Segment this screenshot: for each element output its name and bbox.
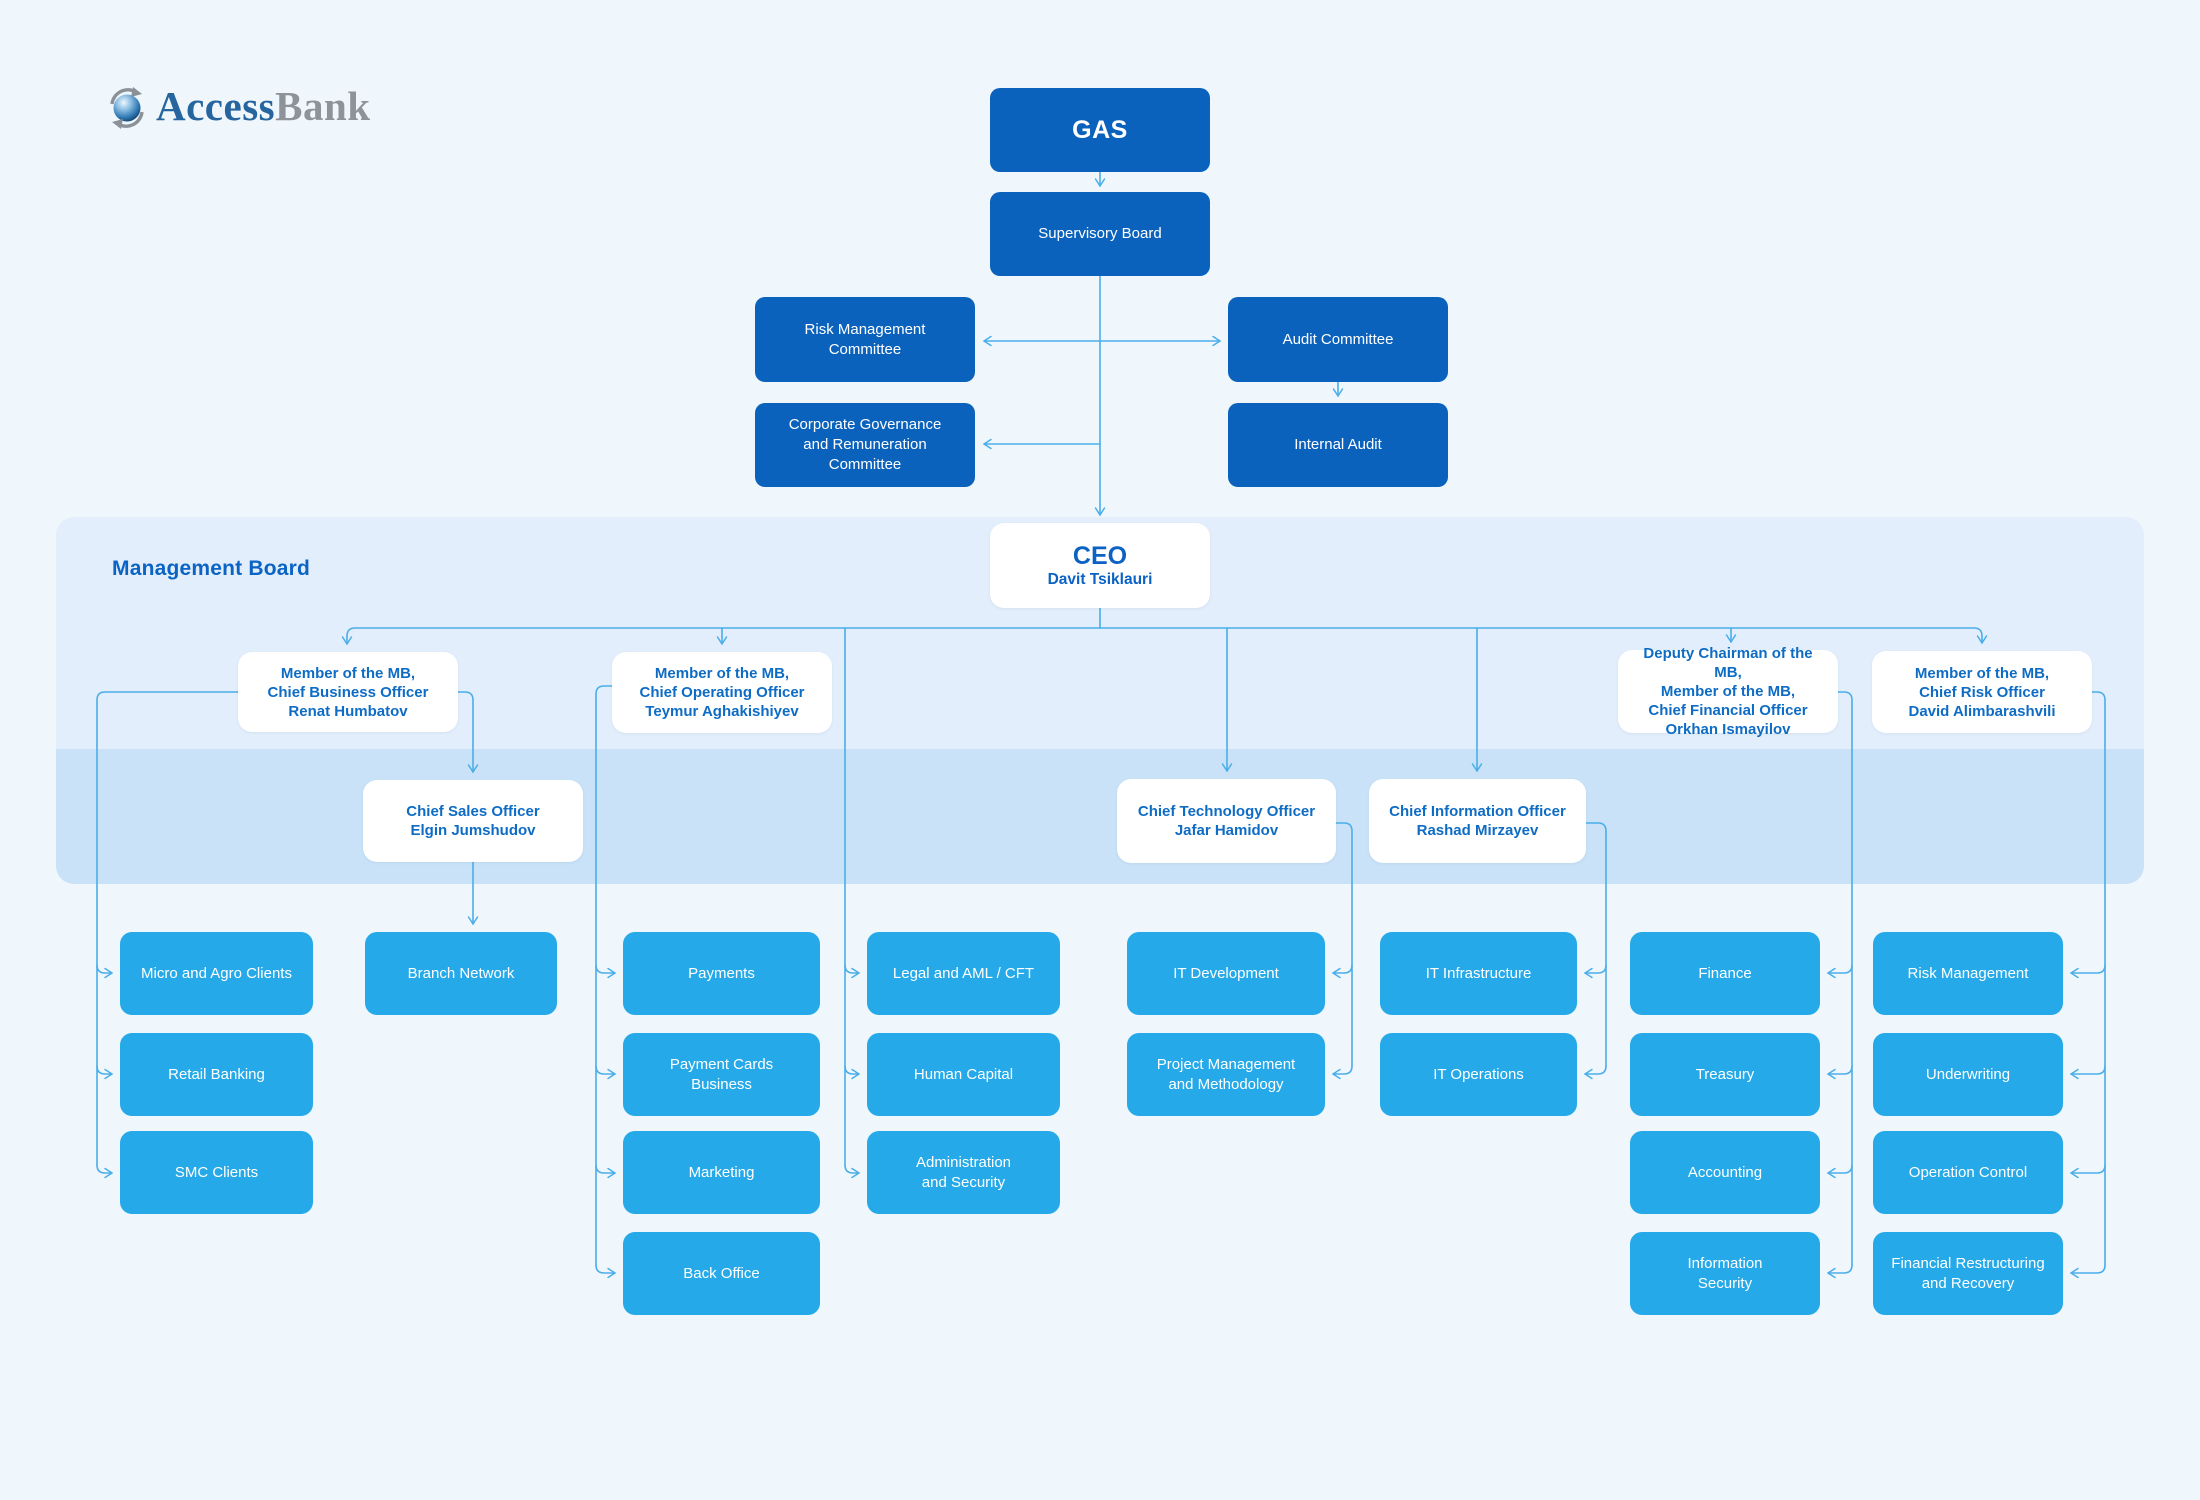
- logo-wordmark: AccessBank: [156, 82, 371, 130]
- dept-legal-and-aml-cft: Legal and AML / CFT: [867, 932, 1060, 1015]
- dept-information-security: Information Security: [1630, 1232, 1820, 1315]
- risk-management-committee-box: Risk Management Committee: [755, 297, 975, 382]
- dept-operation-control: Operation Control: [1873, 1131, 2063, 1214]
- ceo-title: CEO: [1072, 541, 1128, 570]
- dept-retail-banking: Retail Banking: [120, 1033, 313, 1116]
- dept-micro-and-agro-clients: Micro and Agro Clients: [120, 932, 313, 1015]
- internal-audit-box: Internal Audit: [1228, 403, 1448, 487]
- member-cto-jafar-hamidov: Chief Technology Officer Jafar Hamidov: [1117, 779, 1336, 863]
- dept-treasury: Treasury: [1630, 1033, 1820, 1116]
- dept-underwriting: Underwriting: [1873, 1033, 2063, 1116]
- ceo-box: CEO Davit Tsiklauri: [990, 523, 1210, 608]
- ceo-name: Davit Tsiklauri: [1047, 570, 1153, 588]
- corporate-governance-committee-box: Corporate Governance and Remuneration Co…: [755, 403, 975, 487]
- dept-it-operations: IT Operations: [1380, 1033, 1577, 1116]
- logo-word-bank: Bank: [275, 83, 371, 129]
- dept-branch-network: Branch Network: [365, 932, 557, 1015]
- dept-project-management-and-methodology: Project Management and Methodology: [1127, 1033, 1325, 1116]
- member-coo-teymur-aghakishiyev: Member of the MB, Chief Operating Office…: [612, 652, 832, 733]
- logo-word-access: Access: [156, 83, 276, 129]
- dept-accounting: Accounting: [1630, 1131, 1820, 1214]
- dept-back-office: Back Office: [623, 1232, 820, 1315]
- supervisory-board-box: Supervisory Board: [990, 192, 1210, 276]
- member-cro-david-alimbarashvili: Member of the MB, Chief Risk Officer Dav…: [1872, 651, 2092, 733]
- member-cio-rashad-mirzayev: Chief Information Officer Rashad Mirzaye…: [1369, 779, 1586, 863]
- member-cfo-orkhan-ismayilov: Deputy Chairman of the MB, Member of the…: [1618, 645, 1838, 738]
- dept-payment-cards-business: Payment Cards Business: [623, 1033, 820, 1116]
- globe-icon: [110, 87, 144, 129]
- dept-human-capital: Human Capital: [867, 1033, 1060, 1116]
- dept-marketing: Marketing: [623, 1131, 820, 1214]
- management-board-title: Management Board: [112, 557, 311, 580]
- dept-payments: Payments: [623, 932, 820, 1015]
- audit-committee-box: Audit Committee: [1228, 297, 1448, 382]
- member-cso-elgin-jumshudov: Chief Sales Officer Elgin Jumshudov: [363, 780, 583, 862]
- dept-smc-clients: SMC Clients: [120, 1131, 313, 1214]
- member-cbo-renat-humbatov: Member of the MB, Chief Business Officer…: [238, 652, 458, 732]
- dept-risk-management: Risk Management: [1873, 932, 2063, 1015]
- dept-it-development: IT Development: [1127, 932, 1325, 1015]
- dept-finance: Finance: [1630, 932, 1820, 1015]
- gas-box: GAS: [990, 88, 1210, 172]
- dept-administration-and-security: Administration and Security: [867, 1131, 1060, 1214]
- dept-it-infrastructure: IT Infrastructure: [1380, 932, 1577, 1015]
- dept-financial-restructuring-and-recovery: Financial Restructuring and Recovery: [1873, 1232, 2063, 1315]
- accessbank-logo: AccessBank: [104, 82, 371, 130]
